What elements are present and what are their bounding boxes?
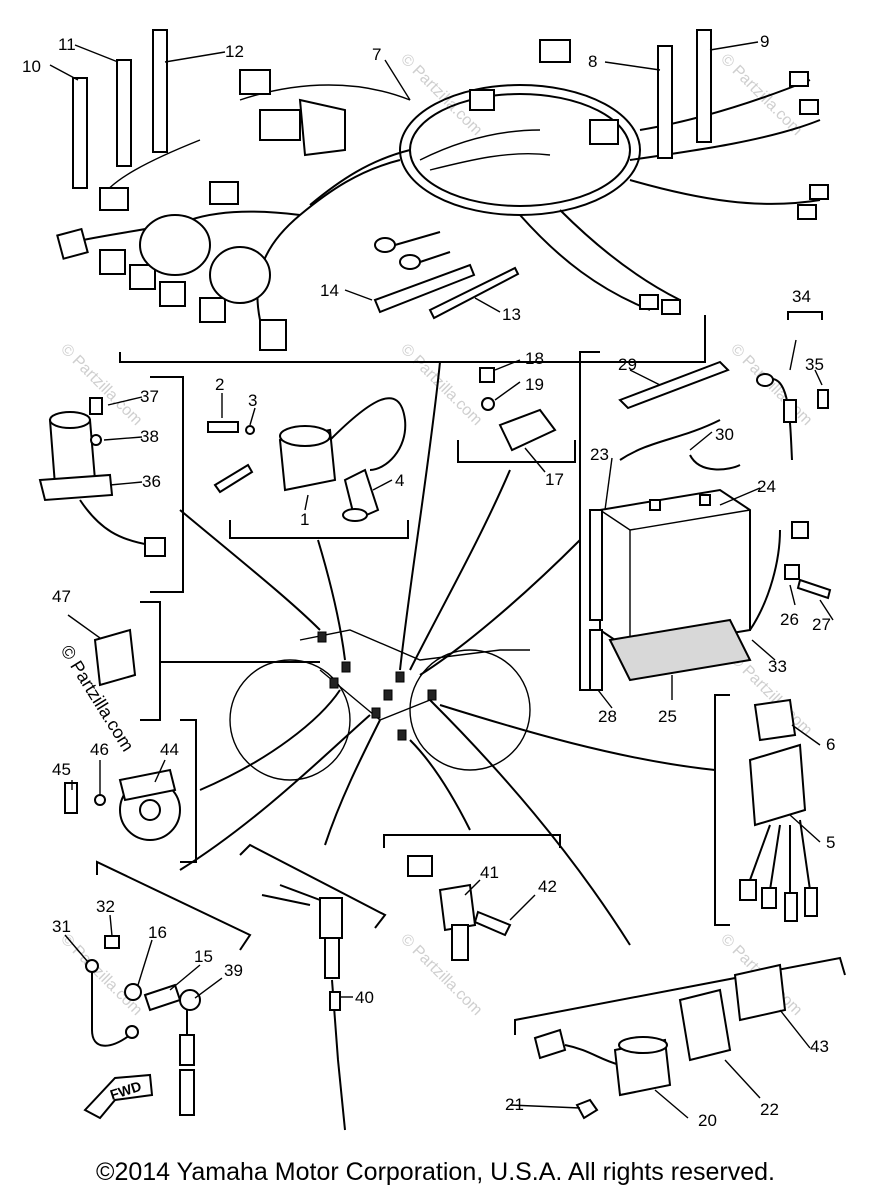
callout-45: 45 xyxy=(52,760,71,779)
callout-2: 2 xyxy=(215,375,224,394)
rectifier-17 xyxy=(479,367,557,452)
ground-group xyxy=(85,935,201,1116)
bracket-41 xyxy=(383,834,561,848)
callout-8: 8 xyxy=(588,52,597,71)
callout-4: 4 xyxy=(395,471,404,490)
flasher-47 xyxy=(93,628,137,687)
callout-34: 34 xyxy=(792,287,811,306)
wire-harness-group xyxy=(56,39,829,351)
callout-19: 19 xyxy=(525,375,544,394)
callout-39: 39 xyxy=(224,961,243,980)
relay-5-6 xyxy=(739,698,818,922)
callout-1: 1 xyxy=(300,510,309,529)
callout-27: 27 xyxy=(812,615,831,634)
callout-11: 11 xyxy=(58,35,76,54)
callout-20: 20 xyxy=(698,1111,717,1130)
callout-6: 6 xyxy=(826,735,835,754)
callout-5: 5 xyxy=(826,833,835,852)
leader-lines xyxy=(160,361,716,946)
bracket-1 xyxy=(229,520,409,539)
ignition-coil-1 xyxy=(207,397,407,522)
bracket-36 xyxy=(150,376,184,593)
callout-29: 29 xyxy=(618,355,637,374)
callout-36: 36 xyxy=(142,472,161,491)
callout-37: 37 xyxy=(140,387,159,406)
callout-30: 30 xyxy=(715,425,734,444)
starter-relay-20 xyxy=(533,963,787,1120)
callout-32: 32 xyxy=(96,897,115,916)
callout-35: 35 xyxy=(805,355,824,374)
bracket-20 xyxy=(514,956,846,1035)
bracket-39 xyxy=(96,860,252,951)
battery-group xyxy=(589,311,832,691)
watermark-4: © Partzilla.com xyxy=(397,341,485,429)
callout-46: 46 xyxy=(90,740,109,759)
bracket-47 xyxy=(140,601,161,721)
callout-numbers: 10 11 12 7 8 9 14 13 2 3 4 1 37 38 36 18… xyxy=(22,32,835,1130)
callout-44: 44 xyxy=(160,740,179,759)
callout-26: 26 xyxy=(780,610,799,629)
watermark-8: © Partzilla.com xyxy=(57,931,145,1019)
copyright-notice: ©2014 Yamaha Motor Corporation, U.S.A. A… xyxy=(96,1158,775,1186)
tubes-group xyxy=(72,29,712,320)
callout-31: 31 xyxy=(52,917,71,936)
callout-47: 47 xyxy=(52,587,71,606)
fwd-arrow: FWD xyxy=(83,1073,154,1120)
callout-16: 16 xyxy=(148,923,167,942)
callout-12: 12 xyxy=(225,42,244,61)
callout-38: 38 xyxy=(140,427,159,446)
callout-13: 13 xyxy=(502,305,521,324)
callout-42: 42 xyxy=(538,877,557,896)
callout-33: 33 xyxy=(768,657,787,676)
callout-22: 22 xyxy=(760,1100,779,1119)
callout-43: 43 xyxy=(810,1037,829,1056)
horn-44 xyxy=(64,768,181,841)
callout-3: 3 xyxy=(248,391,257,410)
callout-leaders xyxy=(49,41,834,1119)
bracket-17 xyxy=(457,440,576,463)
callout-7: 7 xyxy=(372,45,381,64)
callout-25: 25 xyxy=(658,707,677,726)
callout-28: 28 xyxy=(598,707,617,726)
callout-15: 15 xyxy=(194,947,213,966)
callout-40: 40 xyxy=(355,988,374,1007)
callout-23: 23 xyxy=(590,445,609,464)
switch-41 xyxy=(407,855,512,961)
callout-21: 21 xyxy=(505,1095,524,1114)
neutral-switch-40 xyxy=(261,884,346,1131)
callout-18: 18 xyxy=(525,349,544,368)
watermark-7: © Partzilla.com xyxy=(397,931,485,1019)
callout-14: 14 xyxy=(320,281,339,300)
bracket-40 xyxy=(239,843,387,929)
bracket-44 xyxy=(180,719,197,863)
bracket-5 xyxy=(714,694,730,926)
callout-24: 24 xyxy=(757,477,776,496)
callout-9: 9 xyxy=(760,32,769,51)
callout-10: 10 xyxy=(22,57,41,76)
callout-41: 41 xyxy=(480,863,499,882)
callout-17: 17 xyxy=(545,470,564,489)
watermark-2: © Partzilla.com xyxy=(717,51,805,139)
starter-relay-36 xyxy=(38,397,166,557)
